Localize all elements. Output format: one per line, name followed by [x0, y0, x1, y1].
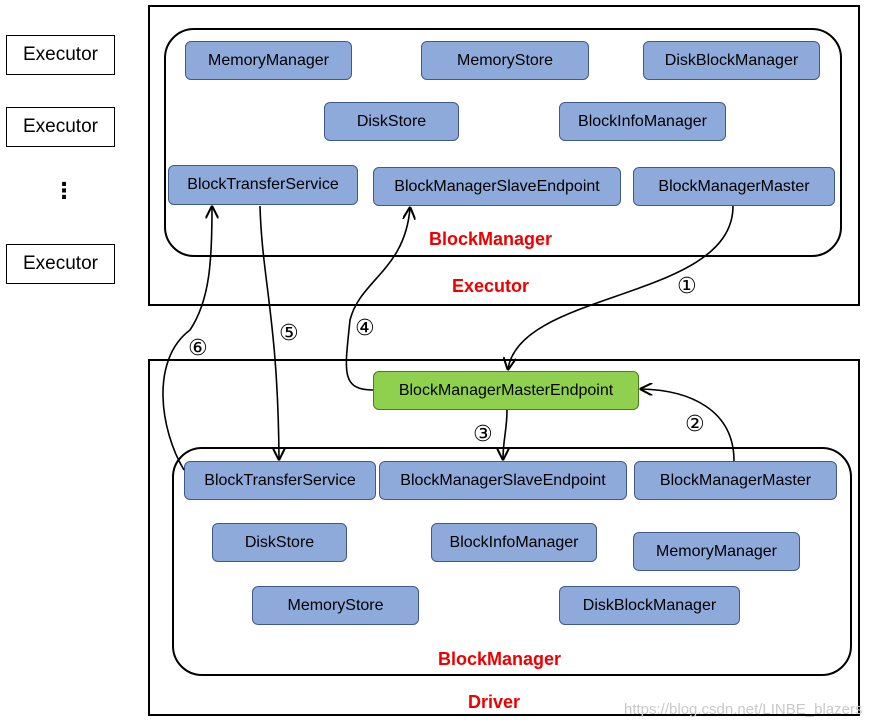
- step-2-label: ②: [685, 411, 705, 436]
- executor-node-2: Executor: [6, 107, 115, 147]
- executor-disk-store: DiskStore: [324, 102, 459, 141]
- executor-node-label: Executor: [23, 116, 98, 137]
- arrow-step-4: [345, 208, 410, 391]
- executor-frame-label: Executor: [452, 276, 530, 296]
- driver-block-manager-master: BlockManagerMaster: [634, 461, 837, 500]
- executor-block-info-manager: BlockInfoManager: [559, 102, 726, 141]
- step-3-label: ③: [473, 421, 493, 446]
- executor-memory-store: MemoryStore: [421, 41, 589, 80]
- executor-block-manager-master: BlockManagerMaster: [633, 167, 835, 206]
- driver-disk-store: DiskStore: [212, 523, 347, 562]
- executor-block-manager-container: [164, 28, 842, 257]
- step-4-label: ④: [355, 315, 375, 340]
- executor-node-label: Executor: [23, 44, 98, 65]
- driver-block-transfer-service: BlockTransferService: [184, 461, 376, 500]
- executor-block-manager-slave-endpoint: BlockManagerSlaveEndpoint: [373, 167, 621, 206]
- driver-frame-label: Driver: [468, 692, 521, 712]
- driver-block-info-manager: BlockInfoManager: [431, 523, 597, 562]
- driver-block-manager-label: BlockManager: [438, 649, 562, 669]
- executor-node-3: Executor: [6, 244, 115, 284]
- driver-block-manager-slave-endpoint: BlockManagerSlaveEndpoint: [379, 461, 627, 500]
- executor-disk-block-manager: DiskBlockManager: [643, 41, 820, 80]
- arrow-step-6: [162, 207, 212, 471]
- arrow-step-5: [259, 205, 279, 459]
- executor-memory-manager: MemoryManager: [185, 41, 352, 80]
- executor-node-label: Executor: [23, 253, 98, 274]
- driver-memory-manager: MemoryManager: [633, 532, 800, 571]
- step-5-label: ⑤: [279, 320, 299, 345]
- arrow-step-2: [641, 389, 735, 462]
- step-6-label: ⑥: [188, 335, 208, 360]
- ellipsis-vertical: ⋮: [53, 178, 75, 203]
- driver-memory-store: MemoryStore: [252, 586, 419, 625]
- executor-block-transfer-service: BlockTransferService: [168, 165, 358, 205]
- step-1-label: ①: [677, 273, 697, 298]
- executor-block-manager-label: BlockManager: [429, 229, 553, 249]
- executor-node-1: Executor: [6, 35, 115, 75]
- driver-block-manager-container: [172, 447, 852, 676]
- arrow-step-1: [508, 205, 734, 369]
- watermark-text: https://blog.csdn.net/LINBE_blazers: [624, 701, 863, 718]
- driver-disk-block-manager: DiskBlockManager: [559, 586, 740, 625]
- driver-block-manager-master-endpoint: BlockManagerMasterEndpoint: [373, 371, 639, 410]
- arrow-step-3: [503, 409, 507, 459]
